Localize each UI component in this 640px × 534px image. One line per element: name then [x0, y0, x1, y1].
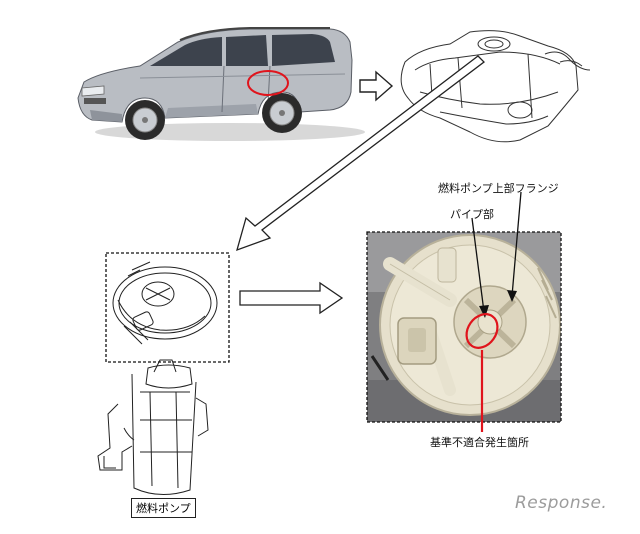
label-defect-location: 基準不適合発生箇所 — [430, 436, 529, 449]
label-fuel-pump-flange: 燃料ポンプ上部フランジ — [438, 182, 559, 195]
label-pipe-section: パイプ部 — [450, 208, 494, 221]
brand-watermark: Response. — [515, 493, 608, 513]
flange-photo-dashed-box — [366, 231, 562, 423]
flange-photo — [367, 232, 561, 422]
arrow-right-top — [359, 70, 394, 102]
pump-drawing — [97, 261, 218, 495]
label-fuel-pump: 燃料ポンプ — [131, 498, 196, 518]
leader-flange — [511, 191, 522, 297]
defect-highlight — [465, 313, 499, 349]
fuel-filler-highlight — [247, 70, 289, 96]
car-image — [77, 27, 365, 141]
arrow-right-bottom — [239, 281, 344, 315]
leader-pipe — [471, 217, 485, 313]
pump-top-dashed-box — [105, 252, 230, 363]
arrow-diagonal — [236, 55, 485, 252]
fuel-tank-drawing — [400, 30, 591, 143]
